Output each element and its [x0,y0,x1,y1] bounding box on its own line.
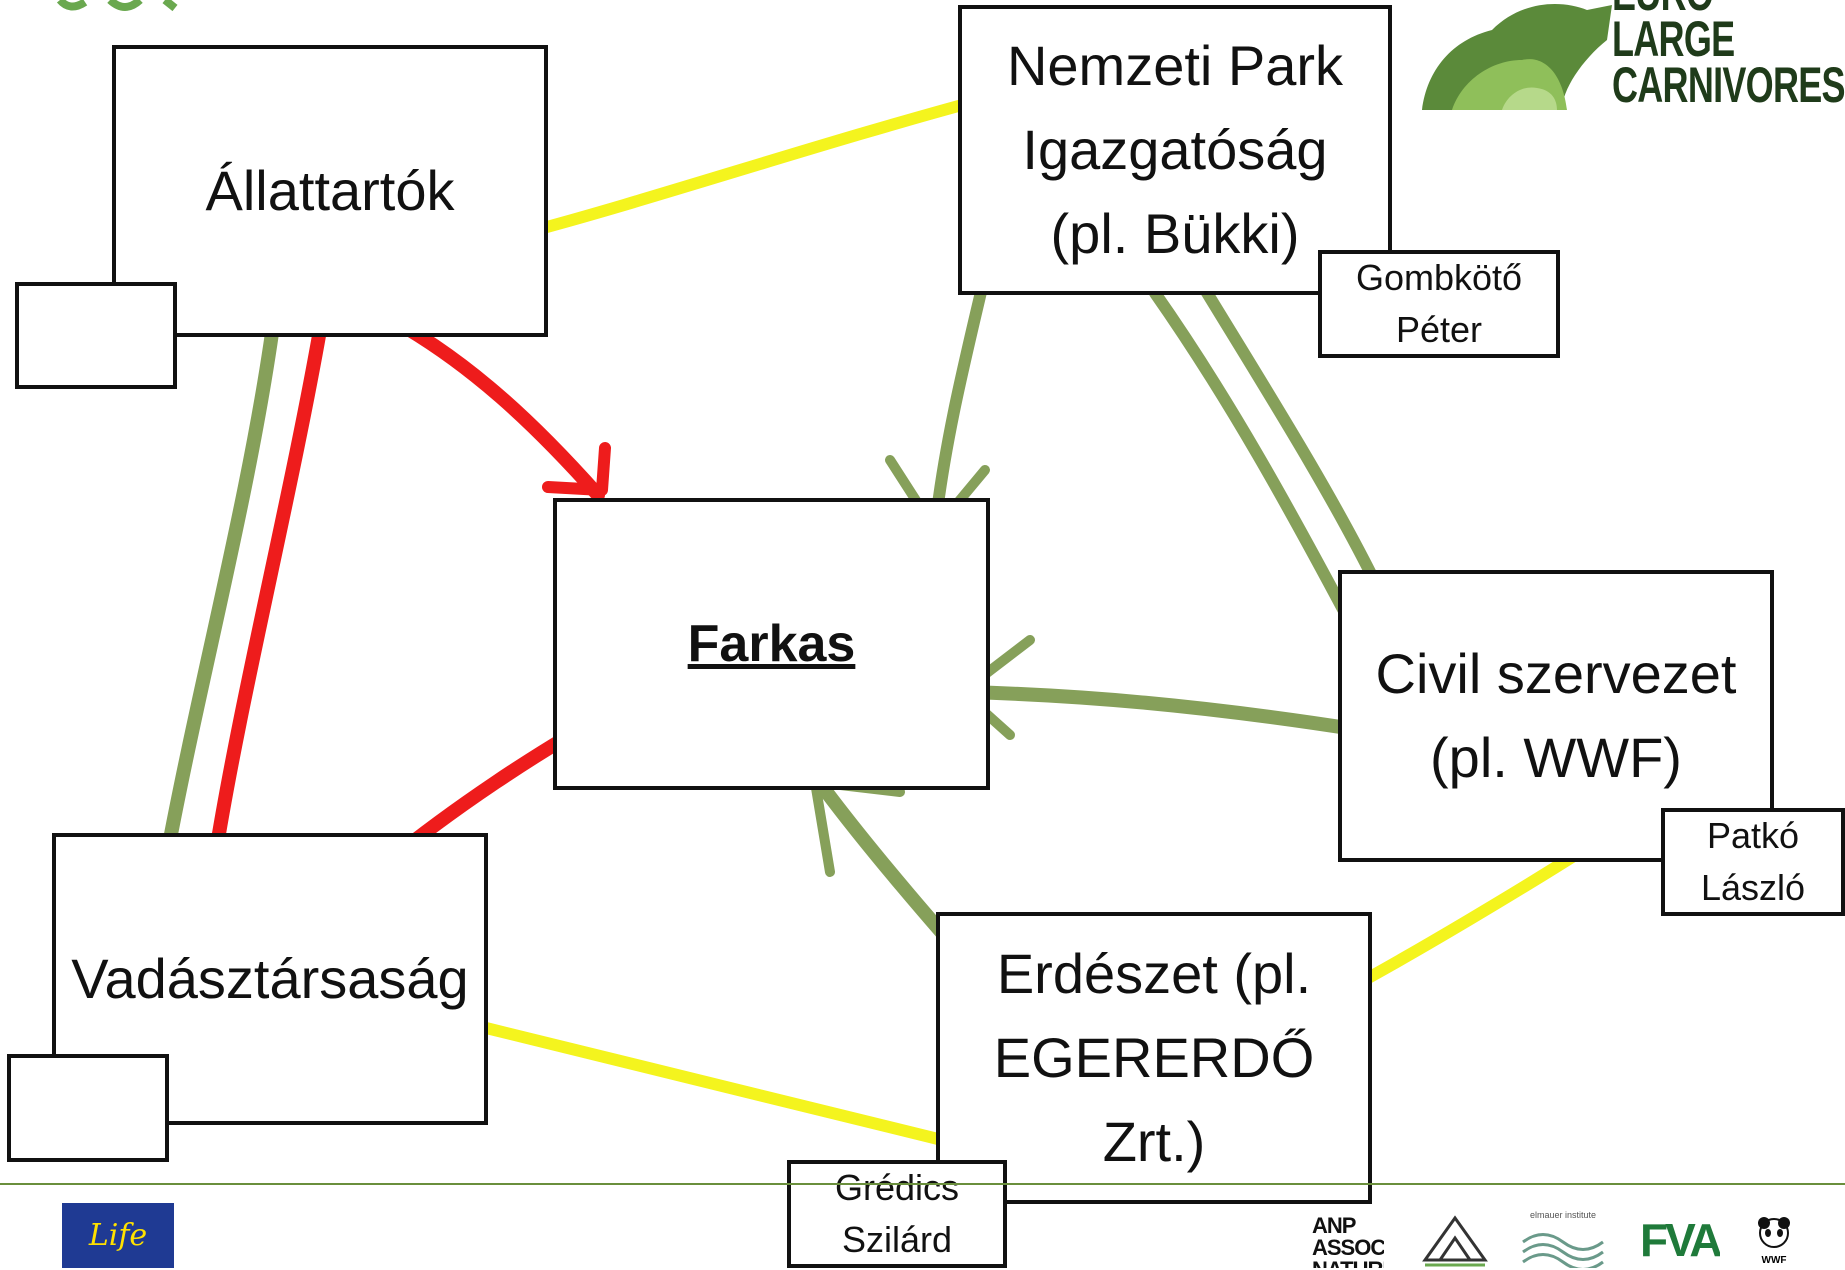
arrow-allattartok-farkas [371,305,605,502]
node-farkas-label: Farkas [687,615,856,673]
link-nemzetipark-civil-1 [1149,287,1351,619]
node-gredics-label: Grédics Szilárd [834,1166,960,1260]
node-patko-label: Patkó László [1700,814,1806,908]
wwf-logo-text: WWF [1761,1255,1787,1266]
elmauer-logo-text: elmauer institute [1529,1210,1597,1220]
fva-logo-text: FVA [1640,1214,1720,1266]
fva-logo: FVA [1640,1212,1720,1268]
elmauer-logo: elmauer institute [1518,1210,1608,1268]
node-gredics: Grédics Szilárd [787,1160,1007,1268]
elmauer-wave-icon [1522,1233,1604,1268]
eu-life-logo-text: Life [88,1218,148,1253]
node-nemzeti-park-label: Nemzeti Park Igazgatóság (pl. Bükki) [1006,34,1344,265]
anp-logo: ANP ASSOCIAÇÃO NATUREZA PORTUGAL [1312,1215,1384,1268]
node-vadasz-stub [7,1054,169,1162]
wwf-logo: WWF [1748,1215,1800,1268]
node-farkas: Farkas [553,498,990,790]
node-nemzeti-park: Nemzeti Park Igazgatóság (pl. Bükki) [958,5,1392,295]
node-allattartok-label: Állattartók [205,159,455,222]
link-allattartok-vadasz-green [161,326,279,857]
arrow-civil-farkas [958,685,1367,737]
anp-logo-text: ANP ASSOCIAÇÃO NATUREZA PORTUGAL [1312,1215,1384,1268]
footer-divider [0,1183,1845,1185]
link-allattartok-nemzetipark [522,92,994,238]
link-allattartok-vadasz-red [208,323,327,865]
node-civil-label: Civil szervezet (pl. WWF) [1375,642,1737,789]
eu-life-logo: Life [62,1203,174,1268]
node-allattartok-stub [15,282,177,389]
panda-icon [1758,1217,1790,1248]
link-vadasz-erdeszet [472,1020,948,1146]
carnivores-logo-icon [1422,4,1612,110]
link-nemzetipark-civil-2 [1192,272,1384,594]
tent-logo-icon [1422,1215,1488,1267]
node-allattartok: Állattartók [112,45,548,337]
node-vadasz-label: Vadásztársaság [71,947,469,1010]
node-patko: Patkó László [1661,808,1845,916]
link-civil-erdeszet [1344,846,1586,994]
node-gombkoto: Gombkötő Péter [1318,250,1560,358]
node-gombkoto-label: Gombkötő Péter [1355,256,1523,350]
node-erdeszet: Erdészet (pl. EGERERDŐ Zrt.) [936,912,1372,1204]
arrow-nemzetipark-farkas [929,269,991,534]
corner-fragment [56,0,178,12]
arrow-allattartok-farkas-head [542,442,611,496]
node-erdeszet-label: Erdészet (pl. EGERERDŐ Zrt.) [993,942,1315,1173]
carnivores-logo-text: EURO LARGE CARNIVORES [1612,0,1845,113]
